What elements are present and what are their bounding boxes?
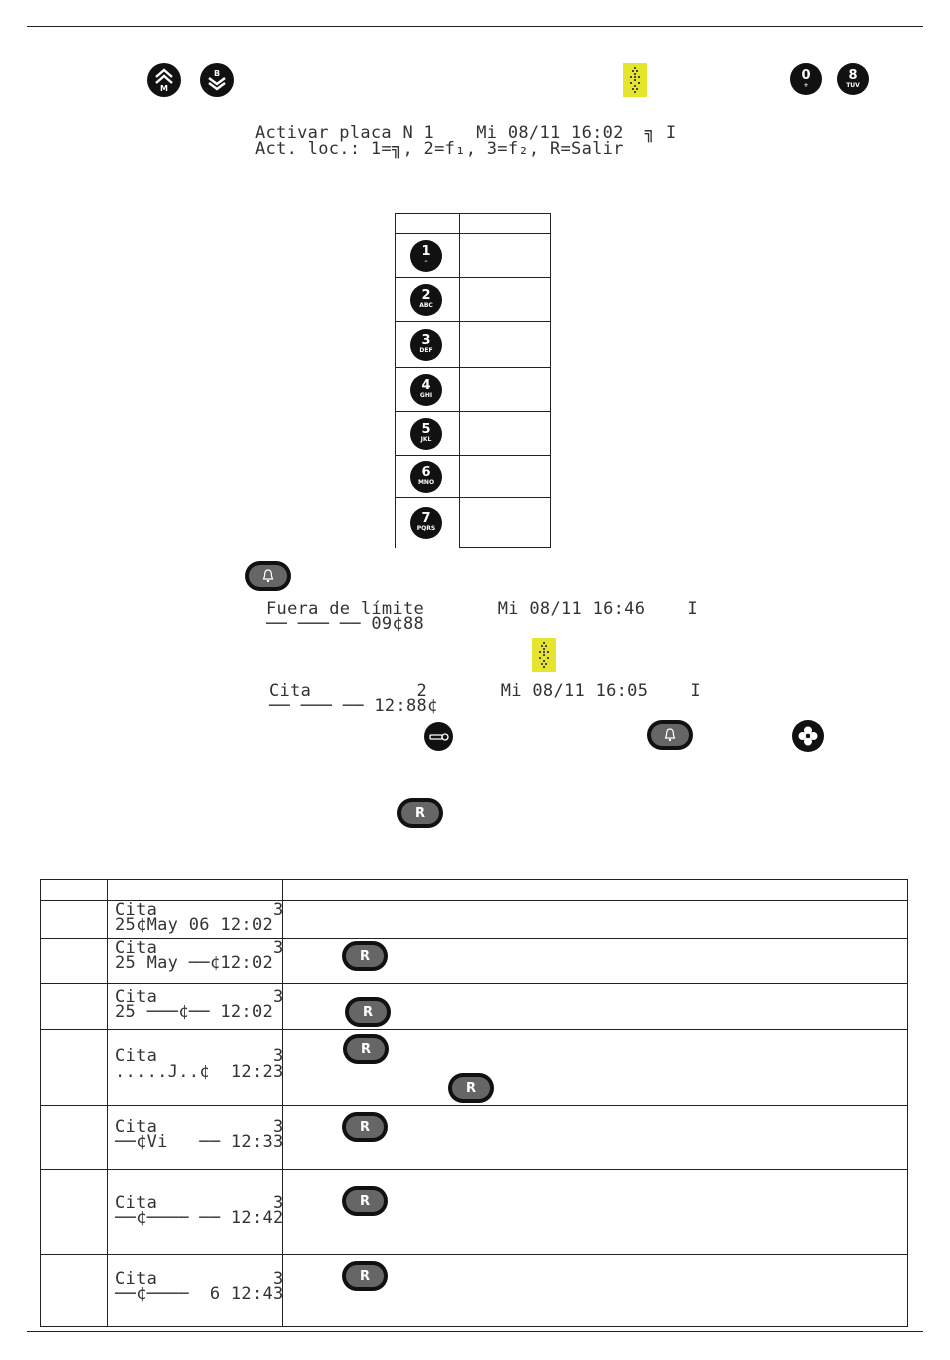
cursor-indicator-icon bbox=[623, 63, 647, 97]
r-button-label: R bbox=[401, 802, 439, 824]
table-row bbox=[41, 1170, 907, 1255]
display-line: Cita 3 bbox=[115, 1117, 284, 1137]
double-chevron-down-icon: B bbox=[208, 69, 226, 91]
display-line: Cita 3 bbox=[115, 987, 284, 1007]
table-row bbox=[41, 901, 907, 939]
r-button[interactable]: R bbox=[342, 1112, 388, 1142]
display-line: Act. loc.: 1=╗, 2=f₁, 3=f₂, R=Salir bbox=[255, 139, 624, 159]
display-line: 25¢May 06 12:02 bbox=[115, 915, 274, 935]
display-line: ──¢──── ── 12:42 bbox=[115, 1208, 284, 1228]
svg-text:M: M bbox=[160, 84, 168, 92]
display-line: 25 May ──¢12:02 bbox=[115, 953, 274, 973]
bottom-rule bbox=[27, 1331, 923, 1332]
display-line: Cita 3 bbox=[115, 1046, 284, 1066]
key-icon bbox=[428, 732, 449, 741]
fan-button[interactable] bbox=[792, 720, 824, 752]
display-line: Cita 2 Mi 08/11 16:05 I bbox=[269, 681, 701, 701]
display-line: 25 ───¢── 12:02 bbox=[115, 1002, 274, 1022]
r-button[interactable]: R bbox=[343, 1034, 389, 1064]
svg-text:B: B bbox=[214, 69, 220, 78]
table-header bbox=[41, 879, 907, 880]
table-row bbox=[41, 939, 907, 984]
display-line: Fuera de límite Mi 08/11 16:46 I bbox=[266, 599, 698, 619]
r-button[interactable]: R bbox=[342, 941, 388, 971]
menu-up-key[interactable]: M bbox=[147, 63, 181, 97]
key-0-button[interactable]: 0+ bbox=[790, 63, 822, 95]
table-row bbox=[41, 984, 907, 1030]
table-row bbox=[41, 1030, 907, 1106]
table-row bbox=[41, 1106, 907, 1170]
r-button[interactable]: R bbox=[397, 798, 443, 828]
key-button[interactable] bbox=[424, 722, 453, 751]
r-button[interactable]: R bbox=[342, 1186, 388, 1216]
menu-down-key[interactable]: B bbox=[200, 63, 234, 97]
top-rule bbox=[27, 26, 923, 27]
key-1-button[interactable]: 1– bbox=[410, 239, 442, 272]
bell-button[interactable] bbox=[245, 561, 291, 591]
display-line: Cita 3 bbox=[115, 1269, 284, 1289]
display-line: ── ─── ── 12:88¢ bbox=[269, 696, 438, 716]
display-line: Cita 3 bbox=[115, 1193, 284, 1213]
display-line: Activar placa N 1 Mi 08/11 16:02 ╗ I bbox=[255, 123, 677, 143]
double-chevron-up-icon: M bbox=[155, 68, 173, 92]
r-button[interactable]: R bbox=[345, 997, 391, 1027]
bell-button[interactable] bbox=[647, 720, 693, 750]
steps-table: Cita 3 25¢May 06 12:02 Cita 3 25 May ──¢… bbox=[40, 879, 908, 1327]
bell-icon bbox=[664, 728, 676, 742]
display-line: ──¢Vi ── 12:33 bbox=[115, 1132, 284, 1152]
display-line: ── ─── ── 09¢88 bbox=[266, 614, 425, 634]
display-line: ──¢──── 6 12:43 bbox=[115, 1284, 284, 1304]
display-line: Cita 3 bbox=[115, 938, 284, 958]
r-button[interactable]: R bbox=[448, 1073, 494, 1103]
fan-icon bbox=[798, 726, 818, 746]
r-button[interactable]: R bbox=[342, 1261, 388, 1291]
bell-icon bbox=[262, 569, 274, 583]
cursor-indicator-icon bbox=[532, 638, 556, 672]
table-row bbox=[41, 1255, 907, 1327]
display-line: Cita 3 bbox=[115, 900, 284, 920]
display-line: .....J..¢ 12:23 bbox=[115, 1062, 284, 1082]
